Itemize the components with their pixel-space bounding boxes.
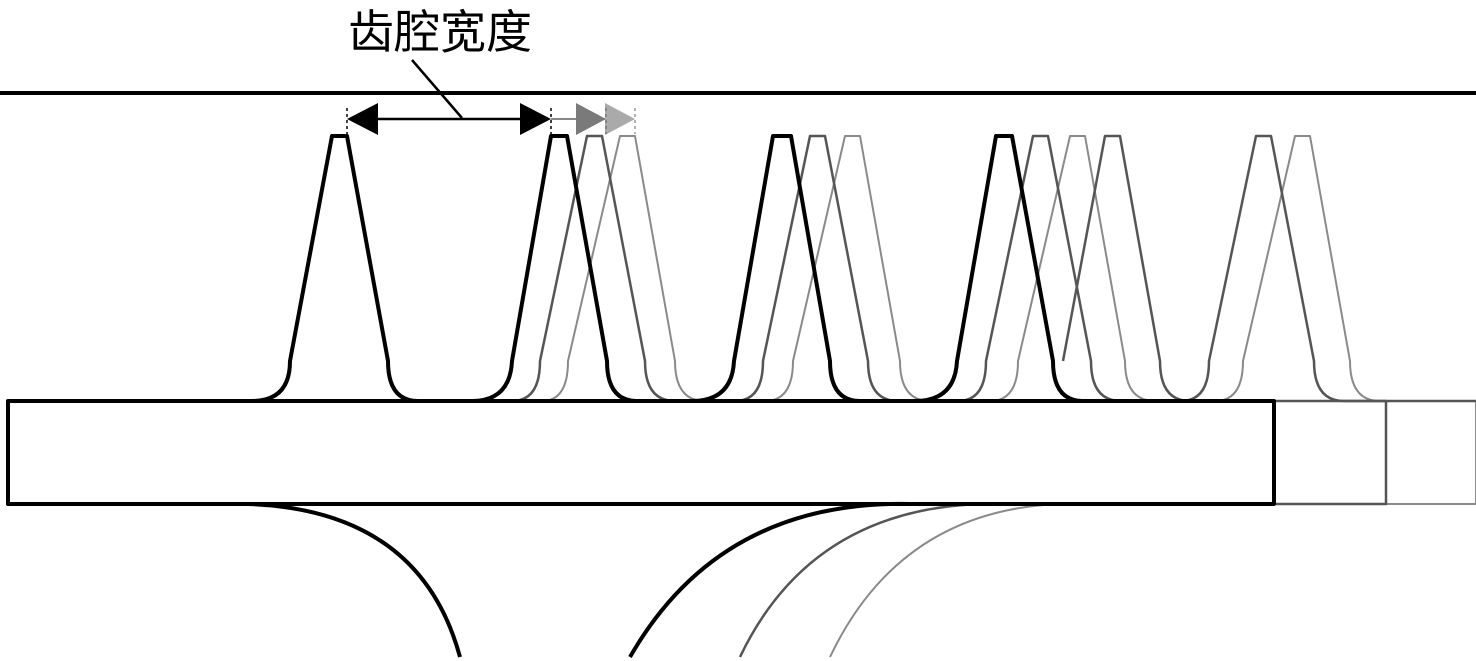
rotor-curve xyxy=(738,502,981,658)
tooth-cavity-width-label: 齿腔宽度 xyxy=(348,5,532,59)
rotor-step-outline xyxy=(1276,399,1388,506)
rotor-body xyxy=(6,399,1276,506)
seal-teeth-outline-extra xyxy=(1061,134,1276,403)
shift-arrowhead-2 xyxy=(605,103,635,135)
shift-arrowhead-1 xyxy=(576,103,606,135)
seal-teeth-outline xyxy=(490,134,1476,403)
dimension-arrow-icon xyxy=(346,103,552,135)
shifted-seal-outline-2 xyxy=(530,135,1476,658)
rotor-curve-right xyxy=(628,501,911,658)
rotor-step-outline xyxy=(1385,400,1476,505)
seal-teeth-outline xyxy=(530,135,1476,402)
dimension-arrowhead-left xyxy=(347,103,378,135)
label-leader-line xyxy=(411,59,463,119)
primary-seal-outline xyxy=(6,134,1276,658)
rotor-curve xyxy=(829,503,1061,658)
dimension-arrowhead-right xyxy=(520,103,551,135)
shift-arrows-icon xyxy=(551,103,636,135)
rotor-curve-left xyxy=(247,502,462,658)
